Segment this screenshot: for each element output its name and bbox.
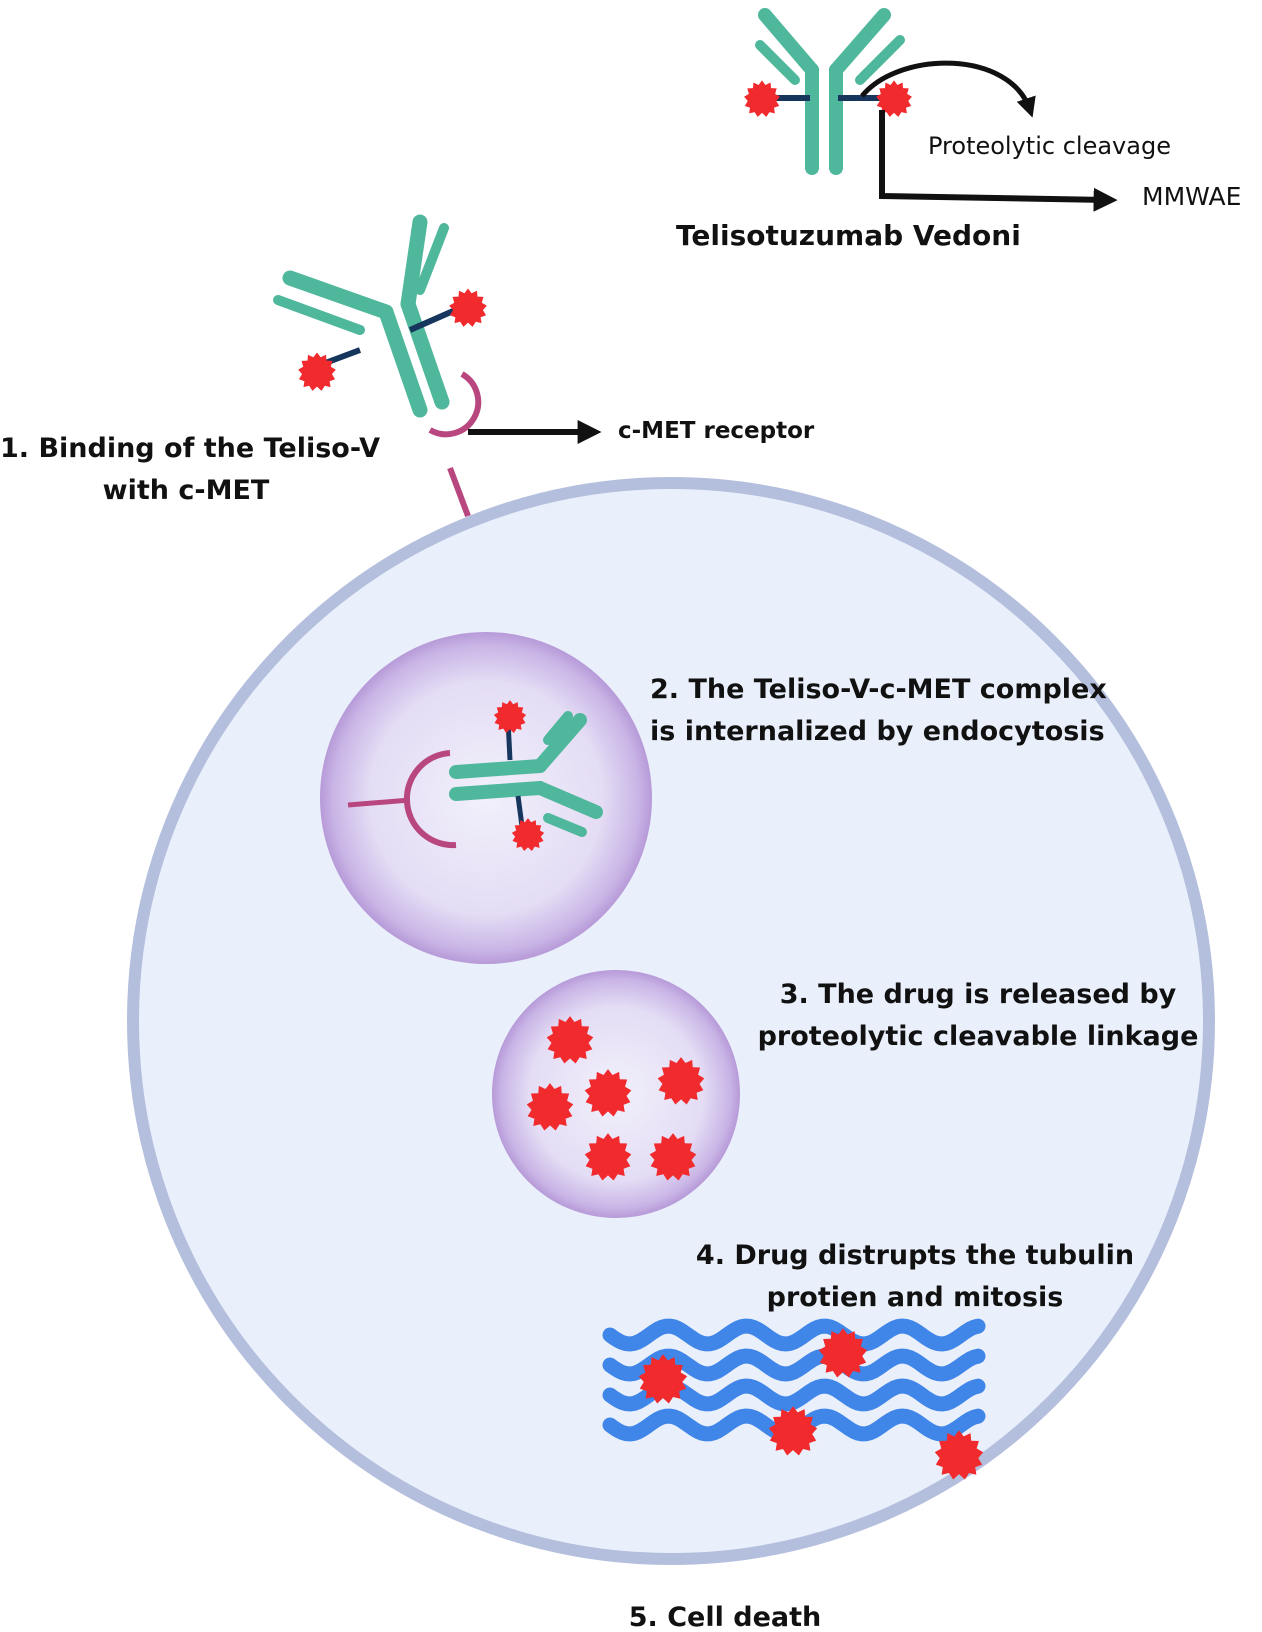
linker-label: MMWAE bbox=[1142, 182, 1242, 211]
step3-line2: proteolytic cleavable linkage bbox=[757, 1021, 1199, 1052]
bound-antibody bbox=[273, 214, 602, 518]
linker-arrow bbox=[879, 110, 1118, 212]
top-antibody bbox=[744, 8, 1118, 212]
lysosome bbox=[492, 970, 740, 1218]
step1-line2: with c-MET bbox=[102, 475, 270, 506]
step2-line1: 2. The Teliso-V-c-MET complex bbox=[650, 674, 1107, 705]
receptor-label: c-MET receptor bbox=[618, 418, 815, 444]
step4-line2: protien and mitosis bbox=[766, 1282, 1064, 1313]
antibody-title: Telisotuzumab Vedoni bbox=[676, 219, 1021, 252]
step3-label: 3. The drug is released by proteolytic c… bbox=[748, 974, 1208, 1058]
step5-label: 5. Cell death bbox=[628, 1602, 822, 1632]
step2-label: 2. The Teliso-V-c-MET complex is interna… bbox=[650, 669, 1107, 753]
step4-label: 4. Drug distrupts the tubulin protien an… bbox=[688, 1235, 1142, 1319]
receptor-cup bbox=[428, 371, 482, 438]
step3-line1: 3. The drug is released by bbox=[779, 979, 1177, 1010]
step2-line2: is internalized by endocytosis bbox=[650, 716, 1105, 747]
receptor-stem bbox=[447, 466, 471, 518]
tubulin-strand bbox=[602, 1348, 986, 1382]
payload-star bbox=[744, 80, 780, 117]
cleavage-arrow bbox=[860, 60, 1036, 118]
endosome bbox=[320, 632, 652, 964]
step1-line1: 1. Binding of the Teliso-V bbox=[0, 433, 380, 464]
step4-line1: 4. Drug distrupts the tubulin bbox=[695, 1240, 1135, 1271]
step1-label: 1. Binding of the Teliso-V with c-MET bbox=[0, 428, 380, 512]
payload-star bbox=[449, 288, 487, 327]
cleavage-label: Proteolytic cleavage bbox=[928, 132, 1171, 160]
tubulin-strand bbox=[602, 1318, 986, 1352]
